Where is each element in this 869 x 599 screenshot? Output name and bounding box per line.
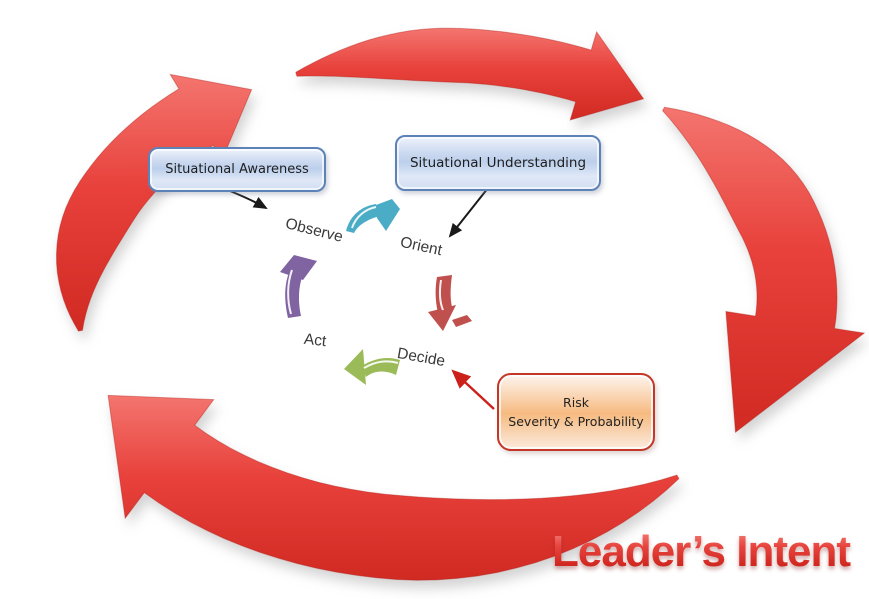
cycle-arrow-right-icon (661, 106, 866, 434)
orient-to-decide-arrow-head (428, 305, 456, 331)
awareness-to-observe-connector (229, 190, 268, 209)
act-to-observe-arrow-highlight (287, 269, 293, 315)
situational-awareness-label: Situational Awareness (165, 162, 309, 177)
observe-to-orient-arrow-icon (346, 199, 400, 233)
situational-understanding-box: Situational Understanding (395, 135, 601, 191)
situational-awareness-box: Situational Awareness (148, 147, 326, 192)
observe-to-orient-arrow-head (376, 199, 400, 231)
cycle-arrow-left-icon (55, 73, 253, 332)
act-to-observe-arrow-head (280, 255, 317, 280)
decide-to-act-arrow-highlight (363, 360, 399, 369)
cycle-arrows (55, 27, 866, 581)
leaders-intent-title: Leader’s Intent (540, 527, 862, 577)
orient-to-decide-arrow-icon (428, 275, 472, 331)
risk-to-decide-connector (451, 369, 495, 410)
step-label-act: Act (303, 330, 328, 351)
observe-to-orient-arrow-body (346, 204, 380, 233)
decide-to-act-arrow-body (362, 358, 400, 377)
understanding-to-orient-connector (448, 187, 489, 238)
orient-to-decide-arrow-highlight (438, 279, 444, 311)
decide-to-act-arrow-head (344, 349, 366, 385)
risk-box: Risk Severity & Probability (497, 373, 655, 451)
decide-to-act-arrow-icon (344, 349, 400, 385)
risk-label-line1: Risk (563, 394, 589, 410)
act-to-observe-arrow-icon (280, 255, 317, 318)
risk-label-line2: Severity & Probability (508, 414, 644, 429)
situational-understanding-label: Situational Understanding (409, 155, 587, 171)
orient-to-decide-arrow-base (452, 315, 472, 327)
cycle-arrow-top-icon (295, 27, 645, 121)
cycle-arrow-bottom-icon (107, 394, 680, 581)
observe-to-orient-arrow-highlight (351, 206, 377, 229)
